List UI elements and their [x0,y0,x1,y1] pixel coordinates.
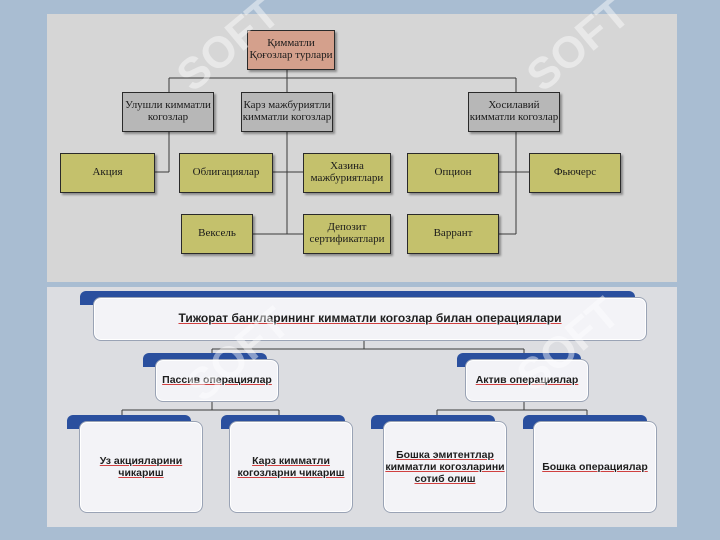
warrant-label: Варрант [433,227,473,240]
warrant-box: Варрант [407,214,499,254]
debt-issue-label: Карз кимматли когозларни чикариш [237,454,345,479]
treasury-box: Хазина мажбуриятлари [303,153,391,193]
bank-operations-title: Тижорат банкларининг кимматли когозлар б… [93,297,647,341]
future-box: Фьючерс [529,153,621,193]
own-shares-label: Уз акцияларини чикариш [99,454,183,479]
active-label: Актив операциялар [475,374,579,387]
deposit-certificates-box: Депозит сертификатлари [303,214,391,254]
derivative-securities-box: Хосилавий кимматли когозлар [468,92,560,132]
purchase-label: Бошка эмитентлар кимматли когозларини со… [385,448,505,486]
equity-securities-box: Улушли кимматли когозлар [122,92,214,132]
top-connectors [155,70,529,235]
securities-types-diagram: Қимматли Қоғозлар турлари Улушли кимматл… [47,14,677,282]
title-label: Тижорат банкларининг кимматли когозлар б… [178,311,562,326]
share-label: Акция [92,166,123,179]
future-label: Фьючерс [553,166,597,179]
share-box: Акция [60,153,155,193]
bank-operations-diagram: Тижорат банкларининг кимматли когозлар б… [47,287,677,527]
debt-securities-box: Карз мажбуриятли кимматли когозлар [241,92,333,132]
other-issuers-purchase-box: Бошка эмитентлар кимматли когозларини со… [383,421,507,513]
other-ops-label: Бошка операциялар [542,460,648,473]
own-shares-issue-box: Уз акцияларини чикариш [79,421,203,513]
treasury-label: Хазина мажбуриятлари [310,160,384,184]
root-label: Қимматли Қоғозлар турлари [249,37,333,61]
active-operations-box: Актив операциялар [465,359,589,402]
passive-operations-box: Пассив операциялар [155,359,279,402]
bonds-box: Облигациялар [179,153,273,193]
option-label: Опцион [434,166,472,179]
passive-label: Пассив операциялар [162,374,272,387]
equity-label: Улушли кимматли когозлар [125,99,211,123]
bill-box: Вексель [181,214,253,254]
derivative-label: Хосилавий кимматли когозлар [469,99,559,123]
debt-securities-issue-box: Карз кимматли когозларни чикариш [229,421,353,513]
root-securities-types: Қимматли Қоғозлар турлари [247,30,335,70]
other-operations-box: Бошка операциялар [533,421,657,513]
debt-label: Карз мажбуриятли кимматли когозлар [242,99,332,123]
option-box: Опцион [407,153,499,193]
deposit-label: Депозит сертификатлари [309,221,385,245]
bill-label: Вексель [198,227,236,240]
bonds-label: Облигациялар [192,166,260,179]
